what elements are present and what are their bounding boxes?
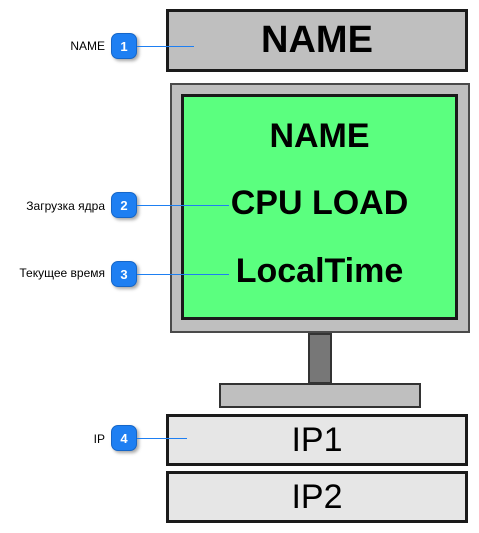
callout-badge-3: 3 <box>111 261 137 287</box>
callout-badge-4: 4 <box>111 425 137 451</box>
name-box: NAME <box>166 9 468 72</box>
callout-leader-3 <box>137 274 229 275</box>
screen-cpu-load: CPU LOAD <box>230 184 409 222</box>
callout-badge-1: 1 <box>111 33 137 59</box>
callout-label-cpu-load: Загрузка ядра <box>26 199 105 213</box>
callout-leader-1 <box>137 46 194 47</box>
monitor-base <box>219 383 421 408</box>
callout-badge-2: 2 <box>111 192 137 218</box>
screen-local-time: LocalTime <box>235 252 404 290</box>
callout-label-ip: IP <box>93 432 105 446</box>
callout-leader-4 <box>137 438 187 439</box>
callout-label-local-time: Текущее время <box>19 266 105 280</box>
ip2-box: IP2 <box>166 471 468 523</box>
monitor-screen <box>181 94 458 320</box>
monitor-neck <box>308 333 332 384</box>
screen-name: NAME <box>269 117 370 155</box>
callout-leader-2 <box>137 205 229 206</box>
ip1-box: IP1 <box>166 414 468 466</box>
callout-label-name: NAME <box>70 39 105 53</box>
